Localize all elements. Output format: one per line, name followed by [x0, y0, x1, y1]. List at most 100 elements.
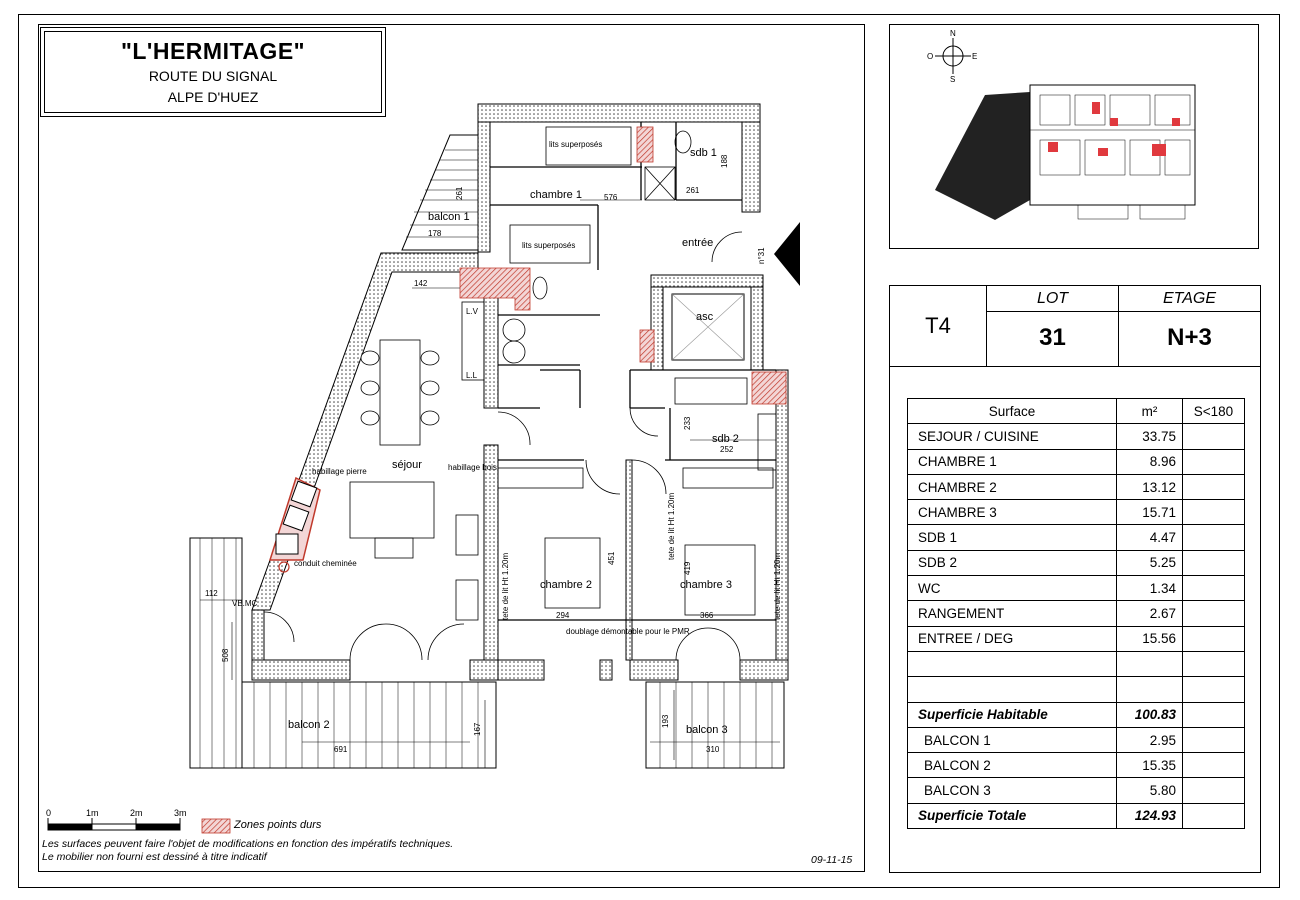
dimension-lines	[200, 199, 780, 768]
hard-zone-legend-swatch	[201, 818, 231, 834]
room-row-extra	[1182, 600, 1245, 627]
label-conduit: conduit cheminée	[294, 559, 357, 568]
room-row-label: SDB 1	[907, 524, 1117, 551]
label-vmc: VB.MC	[232, 599, 258, 608]
col-surface: Surface	[907, 397, 1117, 425]
plan-frame	[38, 24, 865, 872]
dim-188: 188	[720, 154, 729, 168]
dim-366: 366	[700, 611, 714, 620]
info-panel: T4 LOT ETAGE 31 N+3 Surface m² S<180 SEJ…	[889, 285, 1261, 873]
room-row-extra	[1182, 549, 1245, 577]
label-habillage-bois: habillage bois	[448, 463, 497, 472]
total-row-label: Superficie Totale	[907, 802, 1117, 830]
note-line-2: Le mobilier non fourni est dessiné à tit…	[42, 851, 267, 863]
col-extra: S<180	[1182, 397, 1245, 425]
note-line-1: Les surfaces peuvent faire l'objet de mo…	[42, 838, 454, 850]
dim-310: 310	[706, 745, 720, 754]
label-tete-lit-1: tete de lit Ht 1.20m	[501, 553, 510, 620]
habitable-row-label: Superficie Habitable	[907, 701, 1117, 728]
room-row-label: CHAMBRE 2	[907, 473, 1117, 501]
plan-date: 09-11-15	[811, 854, 853, 866]
lot-label: LOT	[987, 286, 1119, 312]
balcon-row-value: 15.35	[1116, 752, 1183, 779]
dim-451: 451	[607, 551, 616, 565]
hard-zone-legend-label: Zones points durs	[234, 819, 322, 831]
surface-table-header: Surface m² S<180	[907, 397, 1245, 425]
room-row-value: 1.34	[1116, 575, 1183, 602]
room-row-value: 5.25	[1116, 549, 1183, 577]
dim-294: 294	[556, 611, 570, 620]
label-chambre-1: chambre 1	[530, 189, 582, 201]
hard-zones	[459, 126, 787, 405]
room-row-label: ENTREE / DEG	[907, 625, 1117, 652]
compass-e: E	[972, 52, 977, 61]
dim-112: 112	[205, 589, 218, 598]
dim-691: 691	[334, 745, 348, 754]
dim-576: 576	[604, 193, 618, 202]
etage-label: ETAGE	[1119, 286, 1260, 312]
room-row-extra	[1182, 575, 1245, 602]
room-row-label: WC	[907, 575, 1117, 602]
empty-row	[907, 676, 1245, 703]
dim-508: 508	[221, 648, 230, 662]
room-row-value: 4.47	[1116, 524, 1183, 551]
compass-s: S	[950, 75, 955, 84]
habitable-row-extra	[1182, 701, 1245, 728]
label-lits-1: lits superposés	[549, 140, 602, 149]
label-door-number: n°31	[757, 247, 766, 264]
room-row-label: RANGEMENT	[907, 600, 1117, 627]
room-row-extra	[1182, 423, 1245, 450]
lot-header: T4 LOT ETAGE 31 N+3	[890, 286, 1260, 366]
room-row-extra	[1182, 524, 1245, 551]
empty-row-label	[907, 650, 1117, 678]
exterior-walls	[251, 103, 789, 681]
scale-0: 0	[46, 808, 52, 818]
fireplace	[268, 476, 321, 573]
total-row-value: 124.93	[1116, 802, 1183, 830]
label-habillage-pierre: habillage pierre	[312, 467, 367, 476]
scale-2m: 2m	[130, 808, 143, 818]
balcon-row-value: 2.95	[1116, 726, 1183, 754]
dim-233: 233	[683, 416, 692, 430]
balcon-3	[645, 681, 785, 769]
empty-row-extra	[1182, 676, 1245, 703]
label-balcon-1: balcon 1	[428, 211, 470, 223]
dining-chairs	[360, 350, 440, 426]
total-row-extra	[1182, 802, 1245, 830]
doors	[263, 231, 743, 661]
label-doublage: doublage démontable pour le PMR	[566, 627, 690, 636]
room-row-value: 33.75	[1116, 423, 1183, 450]
sheet-frame	[18, 14, 1280, 888]
room-row-extra	[1182, 625, 1245, 652]
dim-252: 252	[720, 445, 734, 454]
room-row-label: CHAMBRE 3	[907, 499, 1117, 526]
plan-labels: sdb 1 lits superposés lits superposés ch…	[205, 140, 782, 754]
furniture	[349, 126, 777, 621]
title-block: "L'HERMITAGE" ROUTE DU SIGNAL ALPE D'HUE…	[40, 27, 386, 117]
entrance-arrow	[774, 222, 800, 286]
balcon-row-label: BALCON 1	[907, 726, 1117, 754]
balcon-row-extra	[1182, 726, 1245, 754]
dim-261b: 261	[686, 186, 700, 195]
room-row-value: 8.96	[1116, 448, 1183, 475]
room-row-value: 15.56	[1116, 625, 1183, 652]
label-lv: L.V	[466, 307, 479, 316]
dim-167: 167	[473, 722, 482, 736]
dim-193: 193	[661, 714, 670, 728]
title-inner-frame	[44, 31, 382, 113]
room-row-label: SEJOUR / CUISINE	[907, 423, 1117, 450]
